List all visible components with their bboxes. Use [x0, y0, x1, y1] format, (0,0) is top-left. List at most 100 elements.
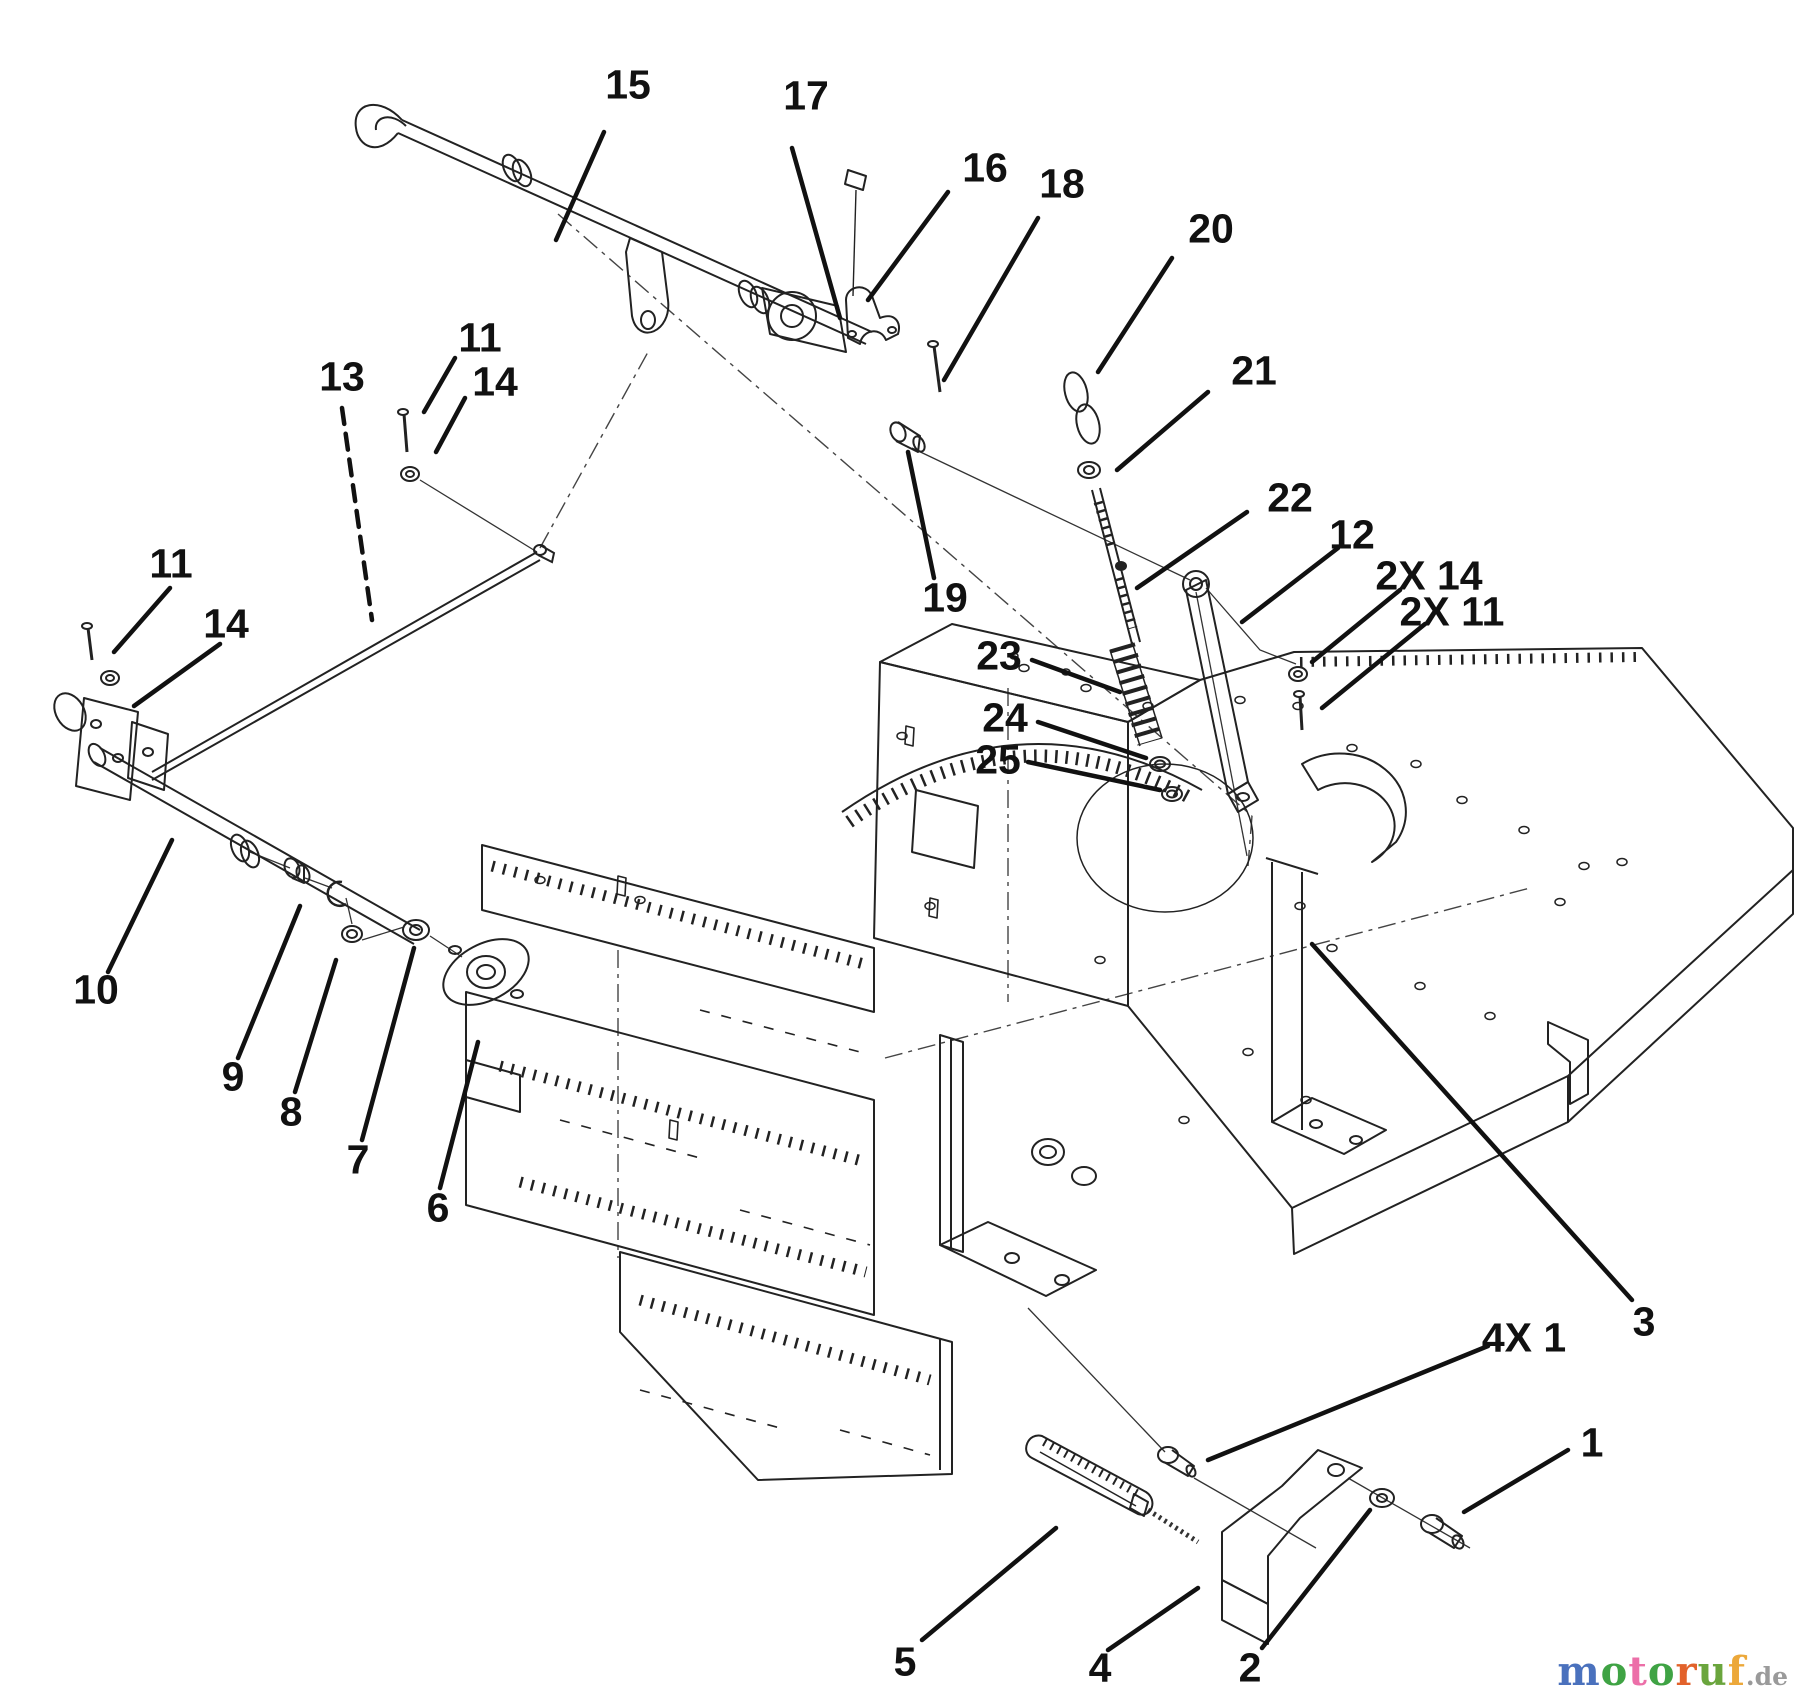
leader-13	[339, 405, 375, 623]
callout-12: 12	[1329, 511, 1375, 558]
clamp-16	[845, 286, 900, 345]
shaft-loop-end	[354, 103, 403, 149]
center-channel	[939, 1034, 964, 1253]
leader-18	[941, 215, 1041, 383]
spring-23	[1109, 641, 1163, 747]
nut-25	[1161, 786, 1183, 802]
leader-1	[1461, 1447, 1571, 1515]
frame-channel-3	[1265, 857, 1387, 1155]
center-channel-foot	[939, 1221, 1097, 1297]
watermark-letter: r	[1675, 1648, 1698, 1695]
callout-3: 3	[1632, 1298, 1656, 1345]
leader-20	[1095, 255, 1175, 375]
callout-9: 9	[221, 1053, 245, 1100]
washer-14-top	[400, 466, 420, 482]
motoruf-watermark: motoruf.de	[1557, 1652, 1788, 1692]
callout-8: 8	[279, 1088, 303, 1135]
leader-14-top	[433, 395, 468, 455]
washer-24	[1149, 756, 1171, 772]
leader-16	[865, 189, 951, 303]
cotter-pin-11-left	[81, 622, 94, 661]
watermark-letter: o	[1647, 1648, 1676, 1695]
callout-1: 1	[1580, 1419, 1604, 1466]
skirt-band-upper	[481, 844, 875, 1013]
callout-20: 20	[1188, 205, 1234, 252]
leader-7	[359, 945, 417, 1143]
watermark-letter: t	[1628, 1648, 1648, 1695]
callout-5: 5	[893, 1638, 917, 1685]
belt-arch	[841, 743, 1203, 813]
leader-5	[919, 1525, 1059, 1643]
callout-4x1: 4X 1	[1481, 1314, 1567, 1361]
lift-arm-12	[1182, 570, 1259, 813]
grommet	[1031, 1138, 1065, 1166]
callout-19: 19	[922, 574, 968, 621]
callout-10: 10	[73, 966, 119, 1013]
pin-19	[889, 421, 926, 453]
callout-17: 17	[783, 72, 829, 119]
pivot-boss	[767, 291, 817, 341]
carriage-bolt-4x1	[1157, 1446, 1197, 1478]
callout-16: 16	[962, 144, 1008, 191]
leader-4	[1105, 1585, 1201, 1653]
callout-2: 2	[1238, 1644, 1262, 1691]
clip-8	[326, 880, 347, 907]
leader-24	[1035, 719, 1149, 761]
lift-link-assembly	[1063, 371, 1308, 813]
leader-21	[1114, 389, 1211, 473]
callout-13: 13	[319, 353, 365, 400]
flange-nut-2x14	[1288, 666, 1308, 682]
leader-lines	[105, 129, 1635, 1653]
watermark-letter: f	[1727, 1648, 1746, 1695]
callout-15: 15	[605, 61, 651, 108]
flange-bearing-6	[442, 938, 530, 1006]
leader-10	[105, 837, 175, 975]
leader-4x1	[1205, 1343, 1491, 1463]
pin-18	[927, 340, 942, 393]
callout-11-left: 11	[149, 540, 193, 587]
callout-18: 18	[1039, 160, 1085, 207]
chain-link-20	[1063, 371, 1101, 445]
leader-25	[1025, 759, 1163, 793]
skirt-band-lower	[465, 991, 875, 1316]
lift-rod-22	[1091, 487, 1141, 645]
crescent-cutout	[1301, 752, 1407, 863]
tower-square-hole	[911, 789, 979, 869]
leader-11-top	[421, 355, 458, 415]
centerlines	[539, 213, 1531, 1258]
washer-2	[1369, 1488, 1395, 1508]
bolt-1	[1420, 1514, 1465, 1550]
watermark-suffix: .de	[1745, 1662, 1788, 1691]
callout-21: 21	[1231, 347, 1277, 394]
deck-slots	[616, 725, 939, 1141]
deck-holes	[534, 652, 1628, 1125]
leader-23	[1029, 657, 1123, 695]
leader-9	[235, 903, 303, 1061]
pivot-shaft-10	[93, 747, 421, 945]
link-rod-assembly	[151, 408, 556, 781]
bolt-17	[844, 169, 867, 191]
lift-shaft-assembly	[354, 103, 942, 453]
leader-17	[789, 145, 843, 321]
callout-2x14: 2X 14	[1375, 552, 1483, 599]
belt-arch-hatch	[845, 749, 1198, 828]
leader-11-left	[111, 585, 173, 655]
leader-19	[905, 449, 937, 581]
callout-14-top: 14	[472, 358, 518, 405]
cotter-pin-11-top	[397, 408, 409, 453]
pivot-bracket	[75, 697, 139, 801]
callout-23: 23	[976, 632, 1022, 679]
callout-24: 24	[982, 694, 1028, 741]
handle-loop	[53, 692, 87, 732]
leader-6	[437, 1039, 481, 1191]
rear-edge-hatch	[1299, 652, 1637, 667]
spacer-9	[283, 857, 311, 884]
link-rod-13	[151, 551, 541, 781]
grip-5	[1025, 1434, 1154, 1517]
watermark-letter: m	[1557, 1648, 1601, 1695]
leader-2x11	[1319, 621, 1428, 711]
leader-3	[1309, 941, 1635, 1303]
nut-7	[341, 925, 363, 943]
